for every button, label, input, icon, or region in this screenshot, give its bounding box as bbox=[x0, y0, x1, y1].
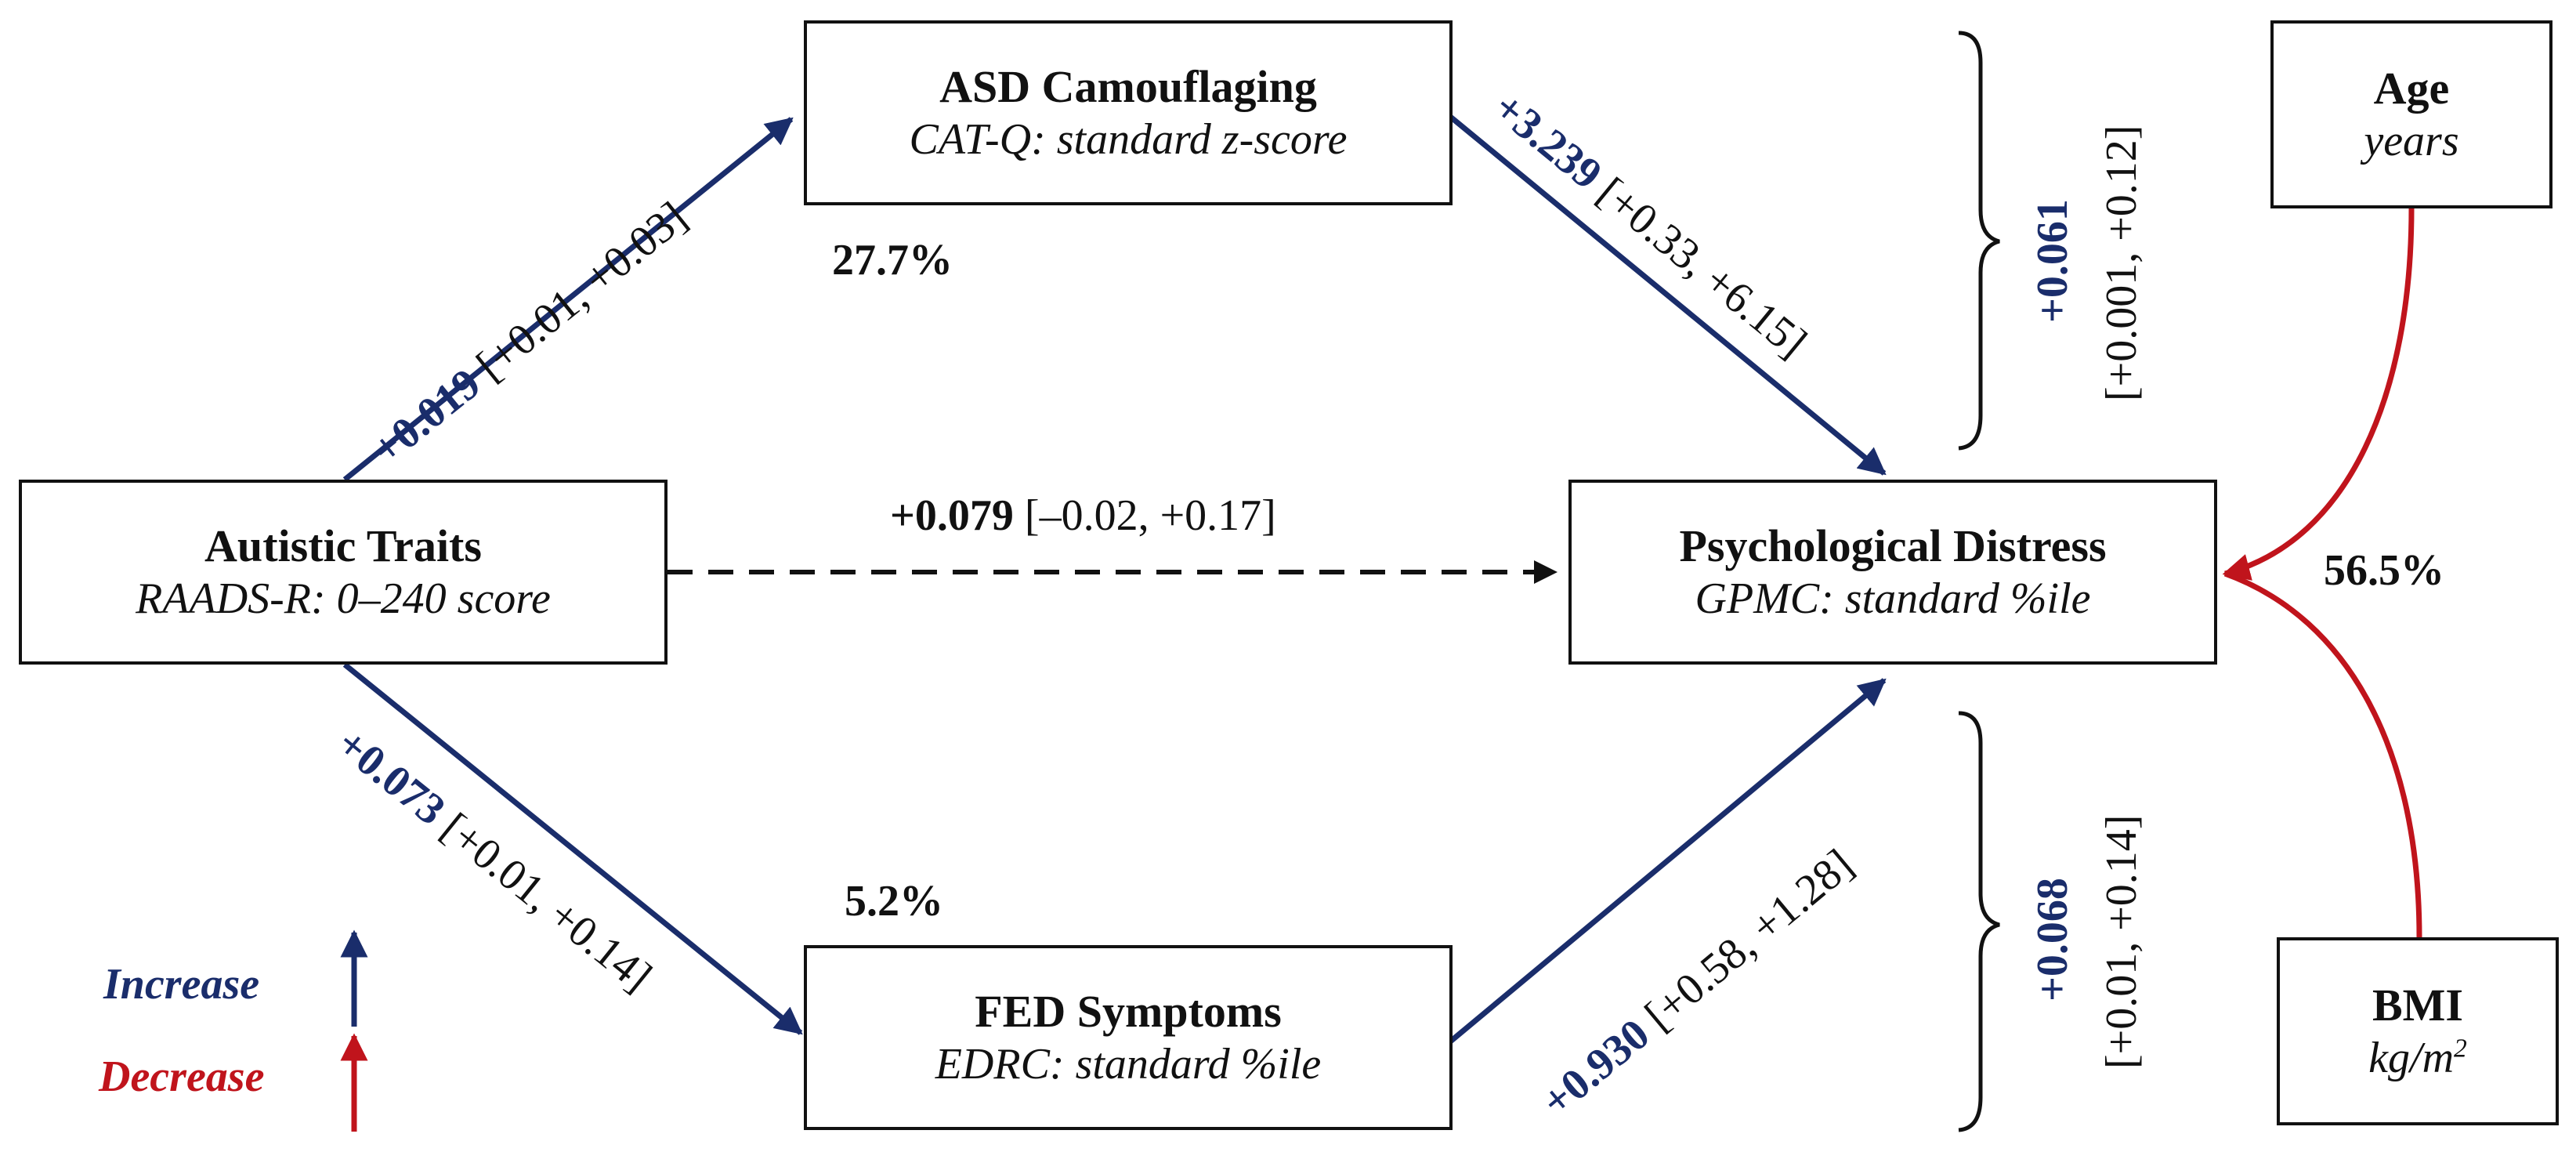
node-title: FED Symptoms bbox=[975, 985, 1282, 1037]
path-age-to-distress bbox=[2222, 208, 2415, 581]
ci-autistic-to-distress: [–0.02, +0.17] bbox=[1024, 491, 1276, 540]
indirect-upper-coef: +0.061 bbox=[2028, 199, 2077, 323]
node-bmi: BMI kg/m2 bbox=[2277, 937, 2559, 1125]
label-autistic-to-distress: +0.079 [–0.02, +0.17] bbox=[890, 494, 1276, 538]
path-asd-to-distress bbox=[1447, 114, 1887, 476]
indirect-upper-ci: [+0.001, +0.12] bbox=[2097, 125, 2146, 401]
lower-brace bbox=[1958, 711, 2000, 1132]
node-subtitle: years bbox=[2364, 117, 2459, 166]
indirect-lower-ci: [+0.01, +0.14] bbox=[2097, 814, 2146, 1069]
node-autistic-traits: Autistic Traits RAADS-R: 0–240 score bbox=[19, 480, 668, 665]
node-title: ASD Camouflaging bbox=[939, 60, 1317, 112]
path-fed-to-distress bbox=[1447, 678, 1887, 1045]
legend-decrease-label: Decrease bbox=[99, 1052, 265, 1101]
bmi-unit: kg/m bbox=[2368, 1034, 2455, 1083]
upper-brace bbox=[1958, 31, 2000, 451]
coef-autistic-to-distress: +0.079 bbox=[890, 491, 1014, 540]
path-autistic-to-fed bbox=[342, 662, 803, 1035]
indirect-lower-coef: +0.068 bbox=[2028, 878, 2077, 1002]
node-title: Psychological Distress bbox=[1679, 520, 2107, 571]
node-subtitle: RAADS-R: 0–240 score bbox=[136, 574, 551, 624]
node-title: BMI bbox=[2372, 979, 2463, 1031]
node-subtitle: GPMC: standard %ile bbox=[1695, 574, 2091, 624]
node-subtitle: kg/m2 bbox=[2368, 1032, 2467, 1085]
node-asd-camouflaging: ASD Camouflaging CAT-Q: standard z-score bbox=[804, 20, 1453, 205]
node-subtitle: CAT-Q: standard z-score bbox=[909, 115, 1348, 165]
node-psychological-distress: Psychological Distress GPMC: standard %i… bbox=[1568, 480, 2217, 665]
r2-distress: 56.5% bbox=[2324, 546, 2444, 595]
r2-fed: 5.2% bbox=[845, 877, 943, 926]
path-autistic-to-asd bbox=[342, 117, 794, 482]
node-subtitle: EDRC: standard %ile bbox=[935, 1040, 1322, 1089]
r2-asd: 27.7% bbox=[832, 236, 953, 284]
legend-increase-label: Increase bbox=[103, 960, 260, 1009]
node-title: Autistic Traits bbox=[204, 520, 482, 571]
node-title: Age bbox=[2373, 62, 2450, 114]
bmi-unit-exponent: 2 bbox=[2454, 1034, 2467, 1063]
path-bmi-to-distress bbox=[2223, 571, 2422, 938]
node-fed-symptoms: FED Symptoms EDRC: standard %ile bbox=[804, 945, 1453, 1130]
node-age: Age years bbox=[2270, 20, 2552, 208]
